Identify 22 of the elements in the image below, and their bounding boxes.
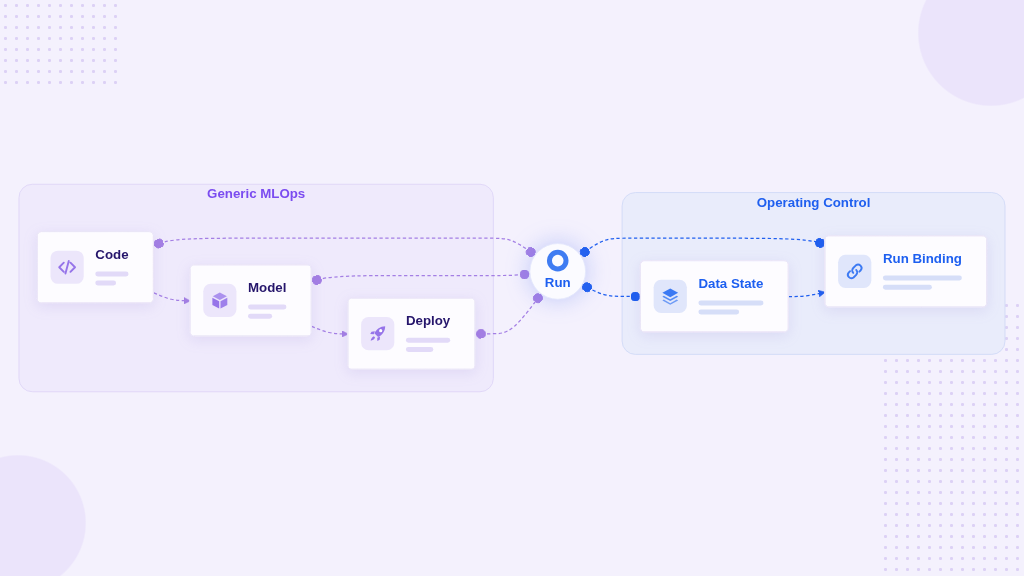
dashed-connector — [581, 282, 642, 302]
card-title: Data State — [698, 275, 764, 293]
dashed-connector — [579, 237, 826, 257]
card-title: Code — [95, 246, 129, 264]
dashed-connector — [311, 269, 531, 285]
node-card — [36, 231, 154, 304]
card-title: Model — [248, 279, 287, 297]
node-card — [347, 297, 476, 370]
node-card — [189, 264, 312, 337]
dashed-connector — [474, 293, 543, 339]
dashed-connector — [153, 292, 191, 305]
hub-label: Run — [544, 274, 571, 292]
hub-circle — [529, 243, 586, 300]
group-title: Operating Control — [756, 194, 871, 212]
node-card — [824, 235, 988, 308]
dashed-connector — [788, 290, 826, 298]
card-title: Run Binding — [882, 250, 962, 268]
card-title: Deploy — [405, 312, 451, 330]
node-card — [639, 260, 789, 333]
group-title: Generic MLOps — [207, 185, 306, 203]
dashed-connector — [311, 325, 349, 338]
dashed-connector — [153, 237, 536, 257]
